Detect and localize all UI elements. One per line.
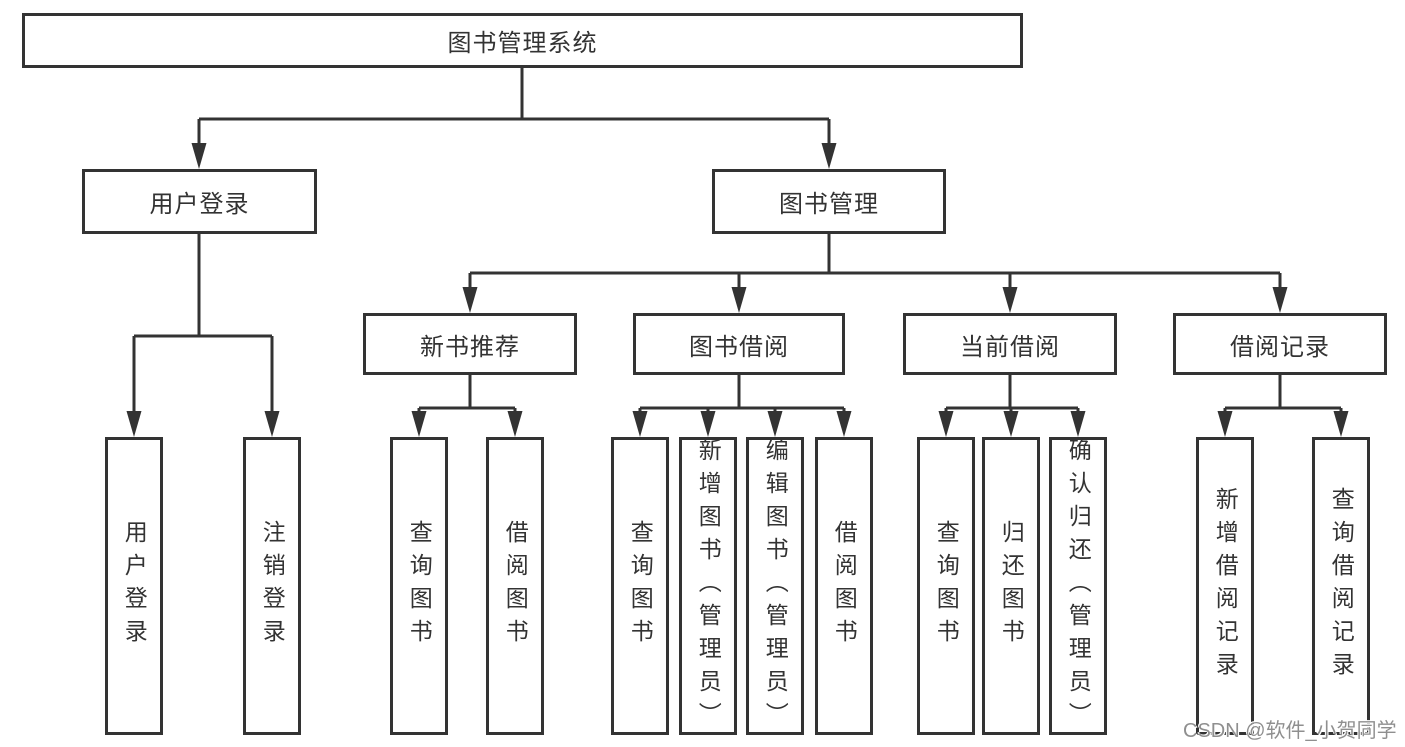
leaf-label: 查询借阅记录 <box>1328 487 1355 685</box>
leaf-label: 编辑图书（管理员） <box>762 437 789 735</box>
node-label: 图书管理系统 <box>447 30 598 57</box>
leaf-label: 查询图书 <box>933 520 960 652</box>
leaf-borrow-books: 借阅图书 <box>486 437 544 735</box>
leaf-label: 用户登录 <box>121 520 148 652</box>
leaf-query-borrow-record: 查询借阅记录 <box>1312 437 1370 735</box>
node-label: 当前借阅 <box>960 333 1060 361</box>
leaf-borrow-books: 借阅图书 <box>815 437 873 735</box>
leaf-label: 归还图书 <box>998 520 1025 652</box>
node-current-borrow: 当前借阅 <box>903 313 1117 375</box>
node-user-login: 用户登录 <box>82 169 317 234</box>
node-book-borrow: 图书借阅 <box>633 313 845 375</box>
leaf-add-borrow-record: 新增借阅记录 <box>1196 437 1254 735</box>
leaf-label: 新增借阅记录 <box>1212 487 1239 685</box>
leaf-label: 新增图书（管理员） <box>695 437 722 735</box>
node-new-book-recommend: 新书推荐 <box>363 313 577 375</box>
leaf-label: 注销登录 <box>259 520 286 652</box>
leaf-label: 借阅图书 <box>831 520 858 652</box>
leaf-label: 查询图书 <box>627 520 654 652</box>
leaf-query-books: 查询图书 <box>390 437 448 735</box>
leaf-user-login: 用户登录 <box>105 437 163 735</box>
node-label: 用户登录 <box>149 191 250 218</box>
leaf-query-books: 查询图书 <box>917 437 975 735</box>
csdn-watermark: CSDN @软件_小贺同学 <box>1183 720 1397 742</box>
leaf-logout-login: 注销登录 <box>243 437 301 735</box>
leaf-confirm-return-admin: 确认归还（管理员） <box>1049 437 1107 735</box>
arrowhead-icons <box>126 143 1349 437</box>
node-label: 图书管理 <box>779 191 879 218</box>
leaf-add-books-admin: 新增图书（管理员） <box>679 437 737 735</box>
node-book-management: 图书管理 <box>712 169 946 234</box>
leaf-edit-books-admin: 编辑图书（管理员） <box>746 437 804 735</box>
node-label: 图书借阅 <box>689 333 789 361</box>
leaf-label: 查询图书 <box>406 520 433 652</box>
node-borrow-records: 借阅记录 <box>1173 313 1387 375</box>
node-label: 借阅记录 <box>1230 333 1330 361</box>
leaf-label: 确认归还（管理员） <box>1065 437 1092 735</box>
leaf-return-books: 归还图书 <box>982 437 1040 735</box>
node-label: 新书推荐 <box>420 333 520 361</box>
node-library-system: 图书管理系统 <box>22 13 1023 68</box>
leaf-label: 借阅图书 <box>502 520 529 652</box>
leaf-query-books: 查询图书 <box>611 437 669 735</box>
